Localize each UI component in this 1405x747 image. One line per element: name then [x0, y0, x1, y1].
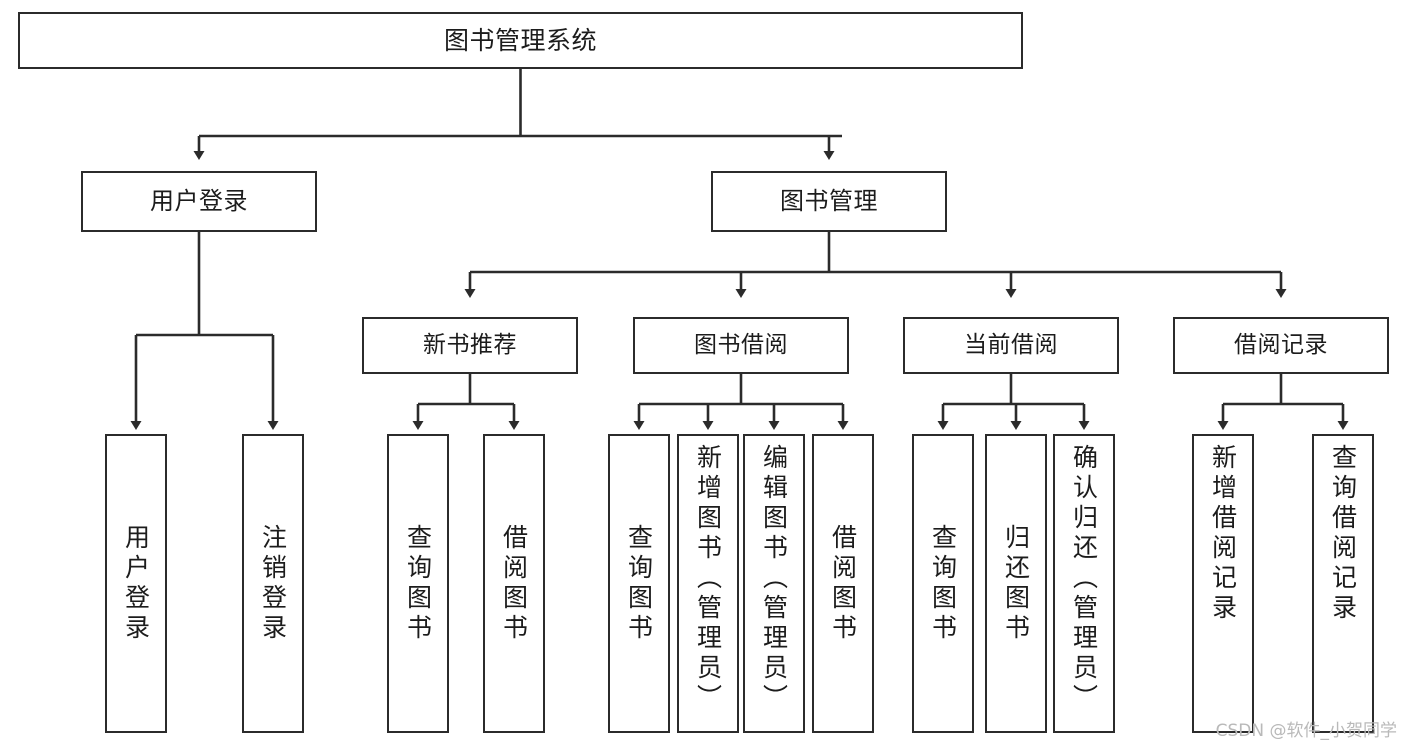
leaf-return-book-label: 归还图书	[1001, 523, 1031, 644]
leaf-add-record-label: 新增借阅记录	[1208, 444, 1238, 624]
node-user-login-label: 用户登录	[150, 187, 248, 216]
leaf-borrow-book-rec[interactable]: 借阅图书	[483, 434, 545, 733]
node-root[interactable]: 图书管理系统	[18, 12, 1023, 69]
leaf-query-book-rec-label: 查询图书	[403, 523, 433, 644]
leaf-query-record-label: 查询借阅记录	[1328, 444, 1358, 624]
node-new-book-rec-label: 新书推荐	[423, 331, 517, 358]
leaf-query-book-brw-label: 查询图书	[624, 523, 654, 644]
leaf-edit-book-label: 编辑图书（管理员）	[759, 444, 789, 714]
node-book-manage[interactable]: 图书管理	[711, 171, 947, 232]
leaf-user-login[interactable]: 用户登录	[105, 434, 167, 733]
node-book-borrow[interactable]: 图书借阅	[633, 317, 849, 374]
node-book-manage-label: 图书管理	[780, 187, 878, 216]
leaf-borrow-book-brw-label: 借阅图书	[828, 523, 858, 644]
leaf-add-book[interactable]: 新增图书（管理员）	[677, 434, 739, 733]
node-user-login[interactable]: 用户登录	[81, 171, 317, 232]
node-current-borrow[interactable]: 当前借阅	[903, 317, 1119, 374]
leaf-edit-book[interactable]: 编辑图书（管理员）	[743, 434, 805, 733]
leaf-query-book-cur[interactable]: 查询图书	[912, 434, 974, 733]
leaf-query-record[interactable]: 查询借阅记录	[1312, 434, 1374, 733]
node-root-label: 图书管理系统	[443, 25, 597, 55]
node-book-borrow-label: 图书借阅	[694, 331, 788, 358]
node-current-borrow-label: 当前借阅	[964, 331, 1058, 358]
leaf-logout-label: 注销登录	[258, 523, 288, 644]
leaf-add-record[interactable]: 新增借阅记录	[1192, 434, 1254, 733]
node-new-book-rec[interactable]: 新书推荐	[362, 317, 578, 374]
leaf-add-book-label: 新增图书（管理员）	[693, 444, 723, 714]
leaf-confirm-return-label: 确认归还（管理员）	[1069, 444, 1099, 714]
leaf-query-book-cur-label: 查询图书	[928, 523, 958, 644]
leaf-confirm-return[interactable]: 确认归还（管理员）	[1053, 434, 1115, 733]
leaf-borrow-book-brw[interactable]: 借阅图书	[812, 434, 874, 733]
leaf-user-login-label: 用户登录	[121, 523, 151, 644]
leaf-query-book-brw[interactable]: 查询图书	[608, 434, 670, 733]
node-borrow-record[interactable]: 借阅记录	[1173, 317, 1389, 374]
leaf-borrow-book-rec-label: 借阅图书	[499, 523, 529, 644]
node-borrow-record-label: 借阅记录	[1234, 331, 1328, 358]
leaf-return-book[interactable]: 归还图书	[985, 434, 1047, 733]
leaf-query-book-rec[interactable]: 查询图书	[387, 434, 449, 733]
leaf-logout[interactable]: 注销登录	[242, 434, 304, 733]
